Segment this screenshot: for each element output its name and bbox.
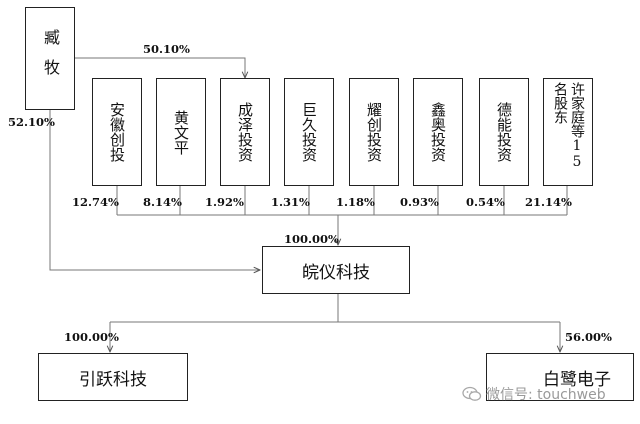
line-owner-company	[49, 110, 260, 270]
holder-pct: 0.93%	[400, 195, 439, 209]
line-owner-chengze	[50, 57, 245, 78]
holder-box-huang-wenping: 黄文平	[156, 78, 206, 186]
subsidiary-name: 白鹭电子	[543, 369, 611, 390]
holder-box-jujiu: 巨久投资	[284, 78, 334, 186]
holder-name: 耀创投资	[365, 102, 383, 162]
holder-box-xinao: 鑫奥投资	[413, 78, 463, 186]
holder-box-anhui-chuangtou: 安徽创投	[92, 78, 142, 186]
holder-name: 安徽创投	[108, 102, 126, 162]
holder-name: 巨久投资	[300, 102, 318, 162]
holder-box-yaochuang: 耀创投资	[349, 78, 399, 186]
subsidiary-box-bailu: 白鹭电子	[486, 353, 634, 401]
owner-company-pct: 52.10%	[8, 115, 55, 129]
owner-box: 臧牧	[25, 7, 75, 110]
holder-name: 许家庭等15名股东	[552, 82, 585, 170]
subsidiary-box-yinyue: 引跃科技	[38, 353, 188, 401]
holder-pct: 1.31%	[271, 195, 310, 209]
holder-box-chengze: 成泽投资	[220, 78, 270, 186]
holder-pct: 1.18%	[336, 195, 375, 209]
subsidiary-pct: 100.00%	[64, 330, 119, 344]
holder-pct: 8.14%	[143, 195, 182, 209]
company-total-pct: 100.00%	[284, 232, 339, 246]
subsidiary-pct: 56.00%	[565, 330, 612, 344]
holder-box-xu-jiating: 许家庭等15名股东	[543, 78, 593, 186]
holder-pct: 12.74%	[72, 195, 119, 209]
wechat-icon	[462, 386, 482, 401]
subsidiary-name: 引跃科技	[79, 369, 147, 390]
holder-pct: 1.92%	[205, 195, 244, 209]
watermark-text: 微信号: touchweb	[486, 387, 606, 403]
holder-pct: 0.54%	[466, 195, 505, 209]
owner-label: 臧牧	[41, 28, 60, 89]
holder-name: 黄文平	[172, 109, 190, 155]
company-box: 皖仪科技	[262, 246, 410, 294]
holder-name: 鑫奥投资	[429, 102, 447, 162]
holder-name: 成泽投资	[236, 102, 254, 162]
owner-chengze-pct: 50.10%	[143, 42, 190, 56]
holder-box-deneng: 德能投资	[479, 78, 529, 186]
watermark: 微信号: touchweb	[462, 384, 606, 404]
holder-name: 德能投资	[495, 102, 513, 162]
company-name: 皖仪科技	[302, 262, 370, 283]
holder-pct: 21.14%	[525, 195, 572, 209]
